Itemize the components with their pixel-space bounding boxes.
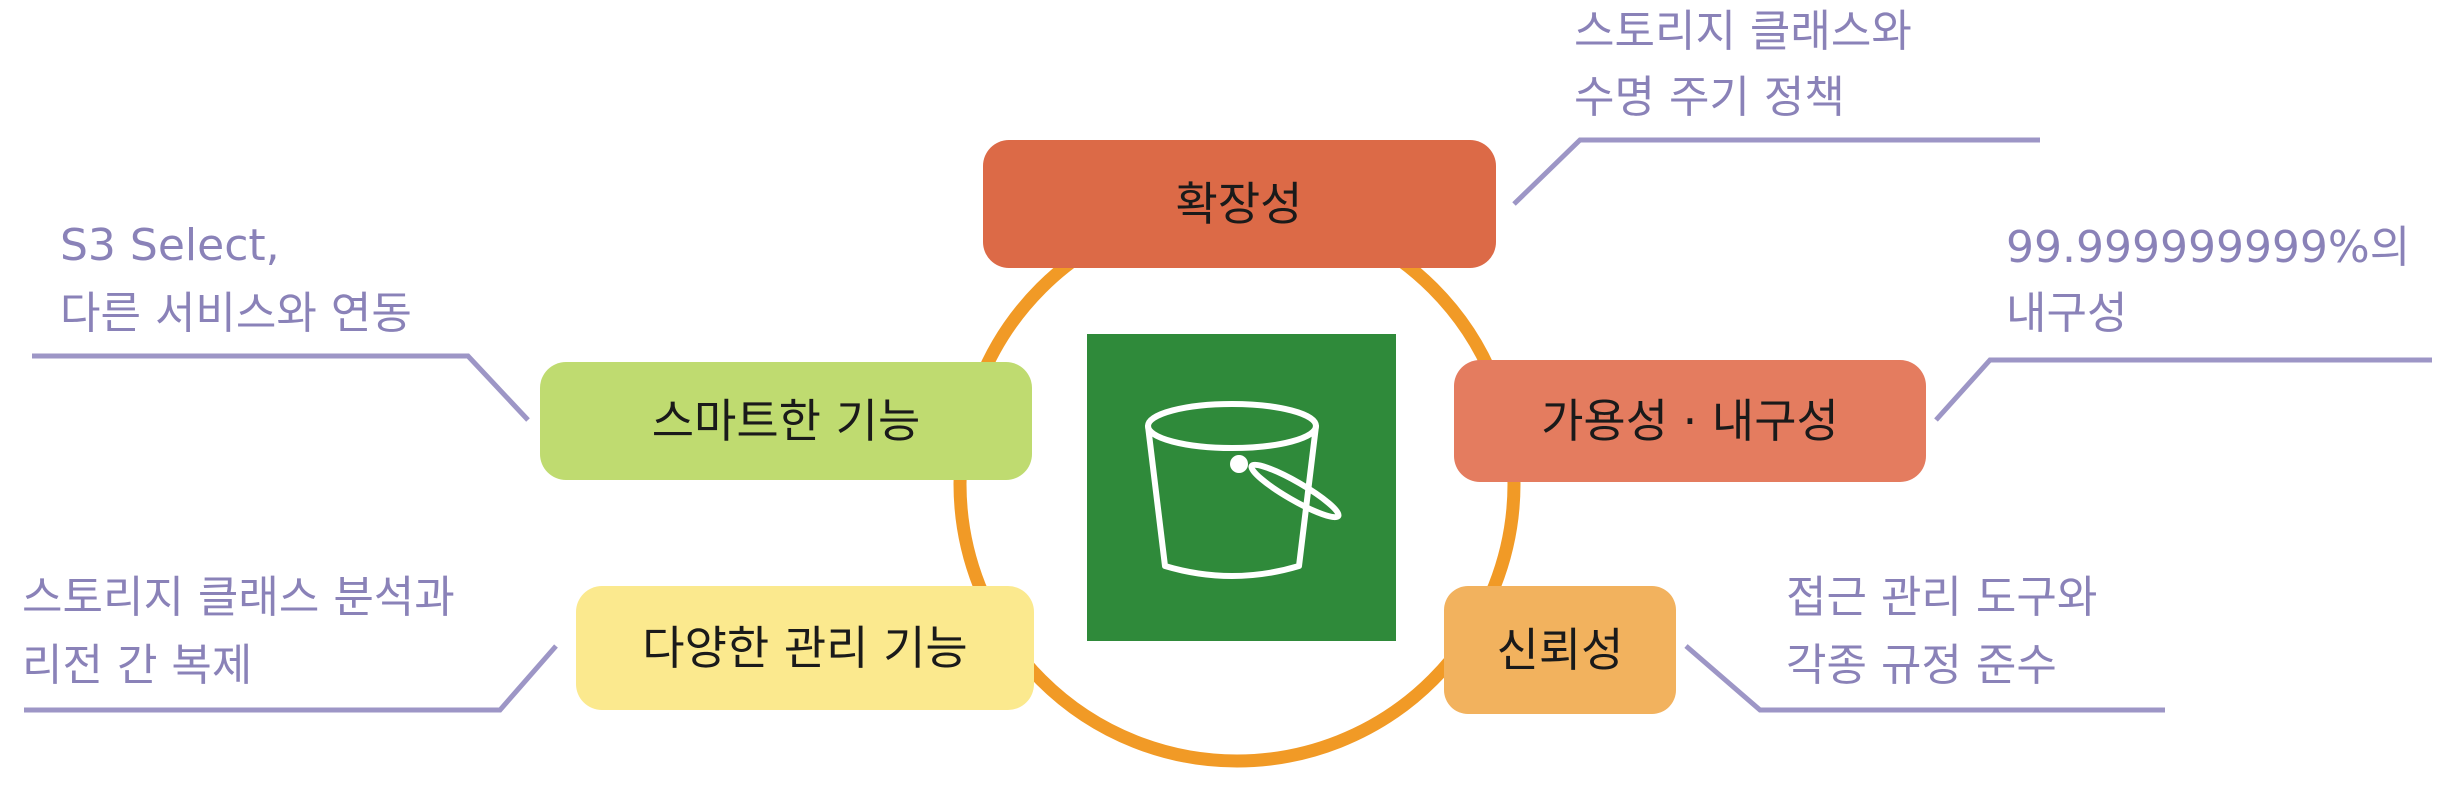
leader-availability xyxy=(1934,357,2432,422)
node-availability: 가용성 · 내구성 xyxy=(1454,360,1926,482)
note-scalability-line-1: 스토리지 클래스와 xyxy=(1574,6,1912,57)
node-reliability: 신뢰성 xyxy=(1444,586,1676,714)
leader-reliability xyxy=(1684,644,2165,713)
node-scalability-label: 확장성 xyxy=(1176,177,1303,231)
note-availability-line-2: 내구성 xyxy=(2006,288,2127,339)
s3-bucket-icon xyxy=(1145,401,1342,579)
note-reliability-line-1: 접근 관리 도구와 xyxy=(1786,572,2097,623)
node-reliability-label: 신뢰성 xyxy=(1497,623,1624,677)
leader-management xyxy=(24,644,558,713)
node-availability-box xyxy=(1454,360,1926,482)
note-management-line-2: 리전 간 복제 xyxy=(22,640,252,691)
s3-tile xyxy=(1087,334,1396,641)
note-availability-line-1: 99.999999999%의 xyxy=(2006,222,2410,273)
node-reliability-box xyxy=(1444,586,1676,714)
node-management-box xyxy=(576,586,1034,710)
leader-smart xyxy=(32,353,530,422)
node-management: 다양한 관리 기능 xyxy=(576,586,1034,710)
note-smart-line-2: 다른 서비스와 연동 xyxy=(60,288,412,339)
note-management-line-1: 스토리지 클래스 분석과 xyxy=(22,572,455,623)
node-smart-box xyxy=(540,362,1032,480)
note-scalability-line-2: 수명 주기 정책 xyxy=(1574,72,1845,123)
leader-scalability xyxy=(1512,137,2040,206)
node-availability-label: 가용성 · 내구성 xyxy=(1541,394,1839,448)
node-management-label: 다양한 관리 기능 xyxy=(642,621,967,675)
note-reliability-line-2: 각종 규정 준수 xyxy=(1786,640,2057,691)
node-smart: 스마트한 기능 xyxy=(540,362,1032,480)
node-smart-label: 스마트한 기능 xyxy=(652,394,921,448)
node-scalability: 확장성 xyxy=(983,140,1496,268)
note-smart-line-1: S3 Select, xyxy=(60,220,280,271)
node-scalability-box xyxy=(983,140,1496,268)
